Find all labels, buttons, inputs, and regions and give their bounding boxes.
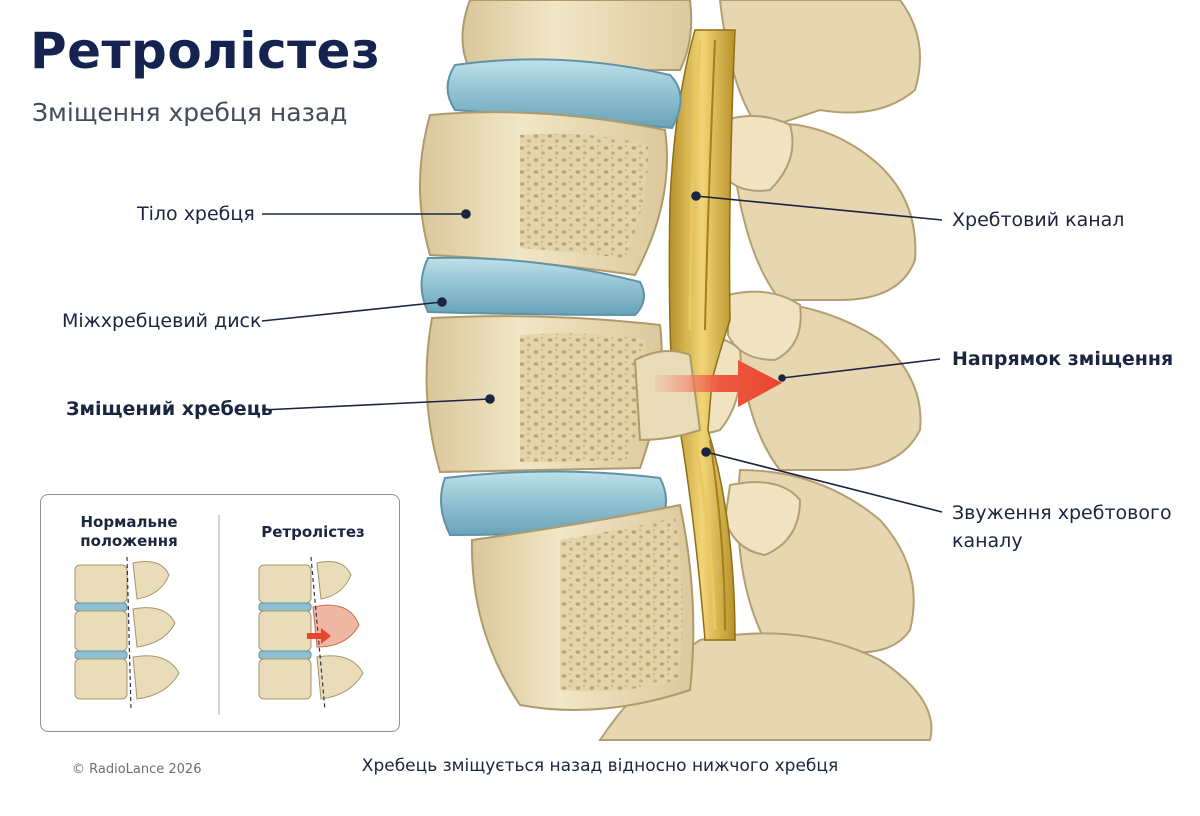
inset-normal-line1: Нормальне — [80, 513, 178, 531]
spinal-canal — [668, 29, 736, 641]
comparison-inset: Нормальне положення Ретролістез — [40, 494, 400, 732]
leader-lines — [261, 191, 943, 513]
label-narrowing-1: Звуження хребтового — [952, 502, 1172, 524]
label-vertebral-body: Тіло хребця — [137, 203, 255, 225]
disc-2 — [420, 256, 645, 317]
disc-1 — [446, 58, 682, 130]
page-subtitle: Зміщення хребця назад — [32, 98, 348, 127]
vertebra-2 — [419, 111, 668, 277]
label-narrowing-2: каналу — [952, 530, 1023, 552]
page-title: Ретролістез — [30, 22, 381, 80]
inset-normal-spine — [74, 556, 180, 711]
inset-drawing — [74, 515, 364, 715]
label-displaced-vertebra: Зміщений хребець — [66, 398, 273, 420]
vertebra-displaced — [425, 315, 702, 474]
caption: Хребець зміщується назад відносно нижчог… — [361, 756, 839, 776]
inset-retro-spine — [258, 556, 364, 711]
facet-joints — [663, 115, 802, 557]
vertebra-top — [461, 0, 693, 71]
copyright: © RadioLance 2026 — [72, 762, 202, 777]
vertebra-4 — [470, 503, 695, 711]
inset-normal-line2: положення — [80, 532, 178, 550]
inset-retro-title: Ретролістез — [261, 523, 365, 541]
label-direction: Напрямок зміщення — [952, 348, 1174, 370]
displacement-arrow — [655, 360, 782, 407]
label-disc: Міжхребцевий диск — [62, 310, 262, 332]
inset-normal-title: Нормальне положення — [69, 513, 189, 551]
label-spinal-canal: Хребтовий канал — [952, 209, 1125, 231]
